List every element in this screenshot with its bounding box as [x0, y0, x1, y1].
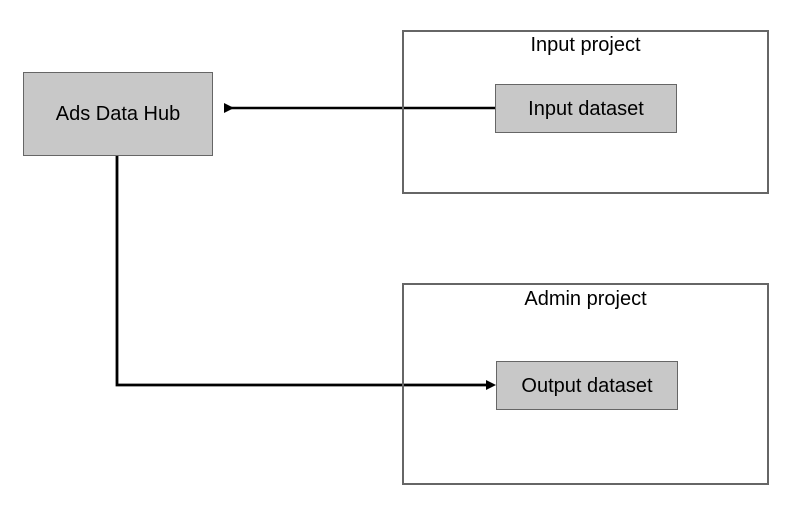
node-ads-data-hub-label: Ads Data Hub: [55, 103, 181, 125]
node-ads-data-hub[interactable]: Ads Data Hub: [23, 72, 213, 156]
node-output-dataset[interactable]: Output dataset: [496, 361, 678, 410]
node-output-dataset-label: Output dataset: [521, 374, 653, 397]
container-input-project[interactable]: [402, 30, 769, 194]
node-input-dataset-label: Input dataset: [528, 97, 644, 120]
container-admin-project-title: Admin project: [524, 288, 647, 310]
container-input-project-title: Input project: [530, 34, 641, 56]
node-input-dataset[interactable]: Input dataset: [495, 84, 677, 133]
